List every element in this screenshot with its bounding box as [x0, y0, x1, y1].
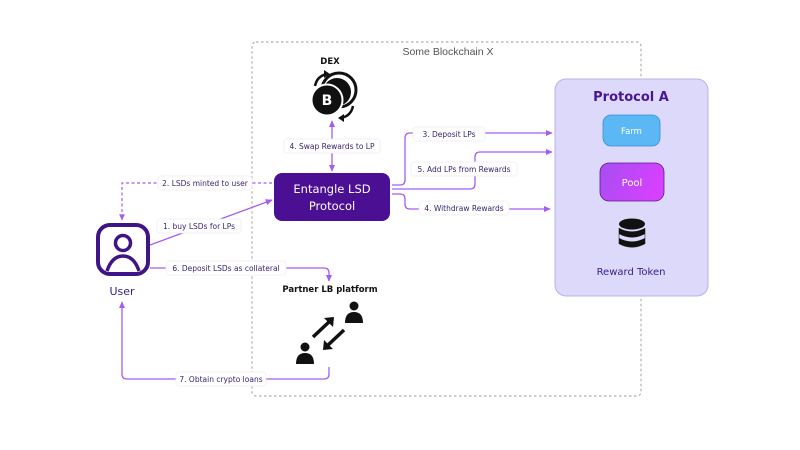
protocol-a-title: Protocol A	[593, 90, 669, 105]
flow-obtain-loans: 7. Obtain crypto loans	[118, 301, 330, 387]
entangle-title-line1: Entangle LSD	[293, 182, 370, 196]
pool-label: Pool	[622, 178, 643, 189]
database-stack-icon	[618, 218, 646, 248]
entangle-lsd-protocol-node[interactable]: Entangle LSD Protocol	[274, 173, 390, 221]
pool-box[interactable]: Pool	[599, 162, 665, 202]
flow-label-deposit-lps: 3. Deposit LPs	[422, 130, 475, 139]
entangle-title-line2: Protocol	[309, 199, 355, 213]
peer-to-peer-exchange-icon	[296, 301, 363, 364]
flow-buy-lsds: 1. buy LSDs for LPs	[149, 199, 273, 246]
flow-deposit-lps: 3. Deposit LPs	[392, 126, 553, 186]
flow-label-add-lps: 5. Add LPs from Rewards	[418, 165, 511, 174]
flow-label-collateral: 6. Deposit LSDs as collateral	[172, 264, 279, 273]
flow-label-withdraw: 4. Withdraw Rewards	[424, 204, 503, 213]
user-label: User	[109, 285, 135, 298]
user-node[interactable]: User	[96, 223, 150, 298]
protocol-a-panel: Protocol A Farm Pool Reward Token	[554, 78, 709, 297]
flow-label-loans: 7. Obtain crypto loans	[179, 375, 262, 384]
flow-lsds-minted: 2. LSDs minted to user	[119, 175, 272, 221]
farm-label: Farm	[621, 127, 642, 137]
reward-token-label: Reward Token	[597, 267, 666, 278]
flow-withdraw-rewards: 4. Withdraw Rewards	[392, 193, 551, 216]
flow-label-swap: 4. Swap Rewards to LP	[289, 142, 374, 151]
partner-lb-platform-node[interactable]: Partner LB platform	[282, 285, 378, 364]
flow-label-minted: 2. LSDs minted to user	[162, 179, 249, 188]
blockchain-title: Some Blockchain X	[402, 46, 493, 58]
user-avatar-icon	[96, 223, 150, 276]
bitcoin-coins-exchange-icon: B	[310, 70, 358, 122]
flow-deposit-collateral: 6. Deposit LSDs as collateral	[150, 260, 333, 282]
dex-title: DEX	[320, 57, 340, 67]
farm-box[interactable]: Farm	[602, 114, 661, 147]
svg-text:B: B	[322, 93, 333, 109]
partner-title: Partner LB platform	[282, 285, 377, 295]
flow-add-lps: 5. Add LPs from Rewards	[392, 148, 553, 190]
flow-label-buy: 1. buy LSDs for LPs	[163, 222, 235, 231]
flow-swap-rewards: 4. Swap Rewards to LP	[283, 120, 381, 172]
dex-node[interactable]: DEX B	[310, 57, 358, 122]
